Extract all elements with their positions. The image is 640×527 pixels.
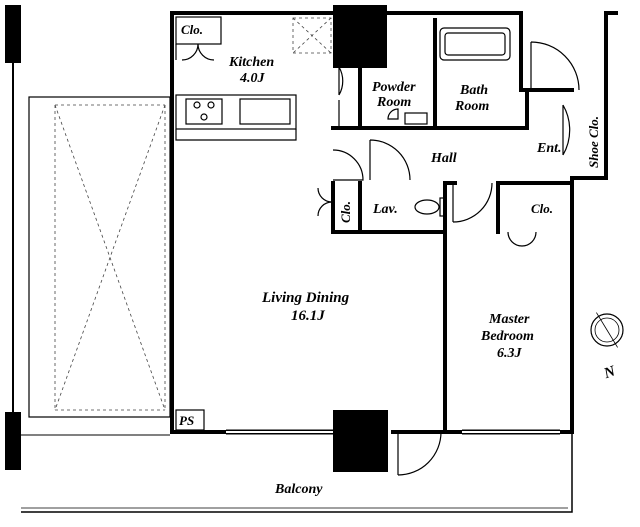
balcony-label: Balcony	[274, 482, 323, 497]
compass-north-label: N	[601, 363, 619, 382]
column-top-left	[5, 5, 21, 63]
bath-room-label-1: Bath	[459, 83, 488, 98]
kitchen-closet-label: Clo.	[181, 22, 203, 37]
entrance-label: Ent.	[536, 141, 562, 156]
hatch-area	[292, 17, 332, 54]
bath-room-label-2: Room	[454, 99, 489, 114]
kitchen-name-label: Kitchen	[228, 55, 274, 70]
pipe-space-label: PS	[179, 413, 194, 428]
outer-walls	[170, 11, 618, 434]
windows	[226, 429, 560, 435]
shoe-closet-label: Shoe Clo.	[586, 116, 601, 168]
powder-room-label-1: Powder	[372, 80, 416, 95]
master-bedroom-size-label: 6.3J	[497, 346, 523, 361]
kitchen-size-label: 4.0J	[239, 71, 266, 86]
hall-label: Hall	[430, 151, 457, 166]
hall-closet-label: Clo.	[338, 201, 353, 223]
column-top-center	[333, 5, 387, 68]
compass-icon	[590, 312, 624, 348]
interior-walls	[331, 18, 574, 434]
doors	[317, 41, 580, 476]
living-dining-name-label: Living Dining	[261, 290, 350, 306]
lavatory-toilet	[414, 197, 446, 217]
pipe-space-box	[175, 409, 205, 431]
powder-room-label-2: Room	[376, 95, 411, 110]
kitchen-area	[175, 16, 297, 141]
living-dining-size-label: 16.1J	[291, 308, 325, 324]
column-bottom-center	[333, 410, 388, 472]
master-bedroom-label-2: Bedroom	[480, 329, 534, 344]
master-bedroom-label-1: Master	[488, 312, 530, 327]
lavatory-label: Lav.	[372, 202, 398, 217]
terrace-void	[28, 96, 171, 418]
balcony-railing	[21, 432, 573, 513]
bedroom-closet-label: Clo.	[531, 201, 553, 216]
bath-fixtures	[387, 27, 511, 125]
column-bottom-left	[5, 412, 21, 470]
